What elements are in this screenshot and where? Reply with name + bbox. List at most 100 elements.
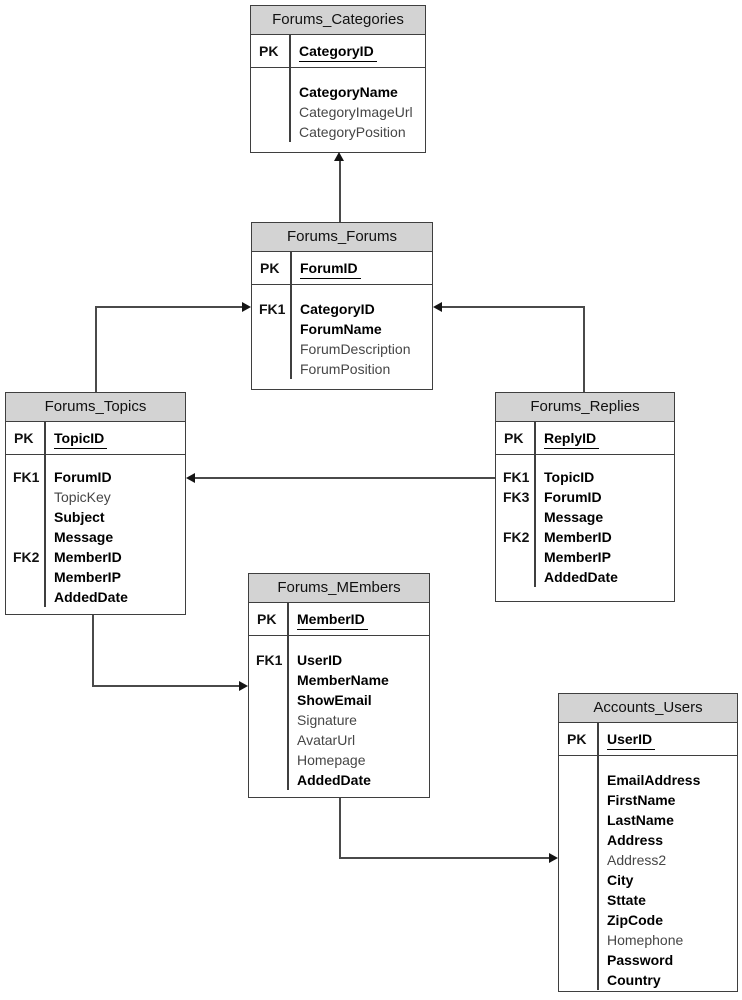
pk-column-name: TopicID: [54, 429, 108, 449]
table-row: CategoryImageUrl: [251, 102, 425, 122]
column-name: AddedDate: [297, 772, 371, 788]
pk-label: PK: [257, 611, 277, 627]
pk-column-name: MemberID: [297, 610, 368, 630]
pk-column-name: ForumID: [300, 259, 361, 279]
pk-column-name: CategoryID: [299, 42, 377, 62]
column-name: Address2: [607, 852, 667, 868]
column-name: Subject: [54, 509, 105, 525]
table-row: ShowEmail: [249, 690, 429, 710]
column-name: UserID: [297, 652, 343, 668]
table-row: FK3 ForumID: [496, 487, 674, 507]
connector-line: [583, 306, 585, 392]
table-row: AddedDate: [496, 567, 674, 587]
fk-label: FK3: [503, 489, 530, 505]
table-row: TopicKey: [6, 487, 185, 507]
fk-label: FK2: [503, 529, 530, 545]
primary-key-row: PK MemberID: [249, 603, 429, 636]
table-row: CategoryPosition: [251, 122, 425, 142]
column-name: TopicID: [544, 469, 595, 485]
table-row: LastName: [559, 810, 737, 830]
column-name: CategoryImageUrl: [299, 104, 413, 120]
table-row: MemberName: [249, 670, 429, 690]
connector-line: [92, 615, 94, 687]
column-name: ForumDescription: [300, 341, 411, 357]
table-row: Message: [496, 507, 674, 527]
connector-line: [95, 306, 97, 392]
pk-label: PK: [259, 43, 279, 59]
column-name: ZipCode: [607, 912, 663, 928]
column-name: MemberIP: [544, 549, 611, 565]
column-name: ForumID: [544, 489, 602, 505]
table-row: Homepage: [249, 750, 429, 770]
connector-line: [339, 857, 549, 859]
table-title: Forums_MEmbers: [249, 574, 429, 603]
column-name: ForumPosition: [300, 361, 391, 377]
arrowhead-left-icon: [186, 473, 195, 483]
table-row: ZipCode: [559, 910, 737, 930]
column-name: CategoryID: [300, 301, 375, 317]
table-row: Signature: [249, 710, 429, 730]
table-title: Forums_Categories: [251, 6, 425, 35]
connector-line: [95, 306, 242, 308]
fk-label: FK1: [259, 301, 286, 317]
arrowhead-up-icon: [334, 152, 344, 161]
table-row: Address2: [559, 850, 737, 870]
connector-line: [339, 160, 341, 222]
column-name: TopicKey: [54, 489, 111, 505]
column-name: MemberID: [54, 549, 122, 565]
table-row: Address: [559, 830, 737, 850]
column-name: AddedDate: [54, 589, 128, 605]
table-row: CategoryName: [251, 82, 425, 102]
table-row: AvatarUrl: [249, 730, 429, 750]
column-name: Message: [544, 509, 604, 525]
pk-column-name: UserID: [607, 730, 656, 750]
column-name: MemberName: [297, 672, 389, 688]
primary-key-row: PK UserID: [559, 723, 737, 756]
table-title: Accounts_Users: [559, 694, 737, 723]
table-row: FK1 CategoryID: [252, 299, 432, 319]
pk-column-name: ReplyID: [544, 429, 600, 449]
connector-line: [442, 306, 584, 308]
table-row: Message: [6, 527, 185, 547]
fk-label: FK2: [13, 549, 40, 565]
column-name: City: [607, 872, 634, 888]
entity-forums-categories: Forums_Categories PK CategoryID CategoryN…: [250, 5, 426, 153]
table-row: Subject: [6, 507, 185, 527]
table-row: FirstName: [559, 790, 737, 810]
connector-line: [339, 798, 341, 859]
table-row: EmailAddress: [559, 770, 737, 790]
table-row: MemberIP: [496, 547, 674, 567]
column-name: Signature: [297, 712, 357, 728]
column-name: AddedDate: [544, 569, 618, 585]
column-name: ForumName: [300, 321, 382, 337]
column-name: ForumID: [54, 469, 112, 485]
pk-label: PK: [567, 731, 587, 747]
table-row: AddedDate: [249, 770, 429, 790]
column-name: MemberIP: [54, 569, 121, 585]
column-name: FirstName: [607, 792, 676, 808]
column-name: Password: [607, 952, 674, 968]
table-row: AddedDate: [6, 587, 185, 607]
arrowhead-left-icon: [433, 302, 442, 312]
table-row: ForumName: [252, 319, 432, 339]
table-row: Password: [559, 950, 737, 970]
table-title: Forums_Forums: [252, 223, 432, 252]
column-name: Sttate: [607, 892, 646, 908]
column-name: Homepage: [297, 752, 366, 768]
table-title: Forums_Topics: [6, 393, 185, 422]
arrowhead-right-icon: [239, 681, 248, 691]
